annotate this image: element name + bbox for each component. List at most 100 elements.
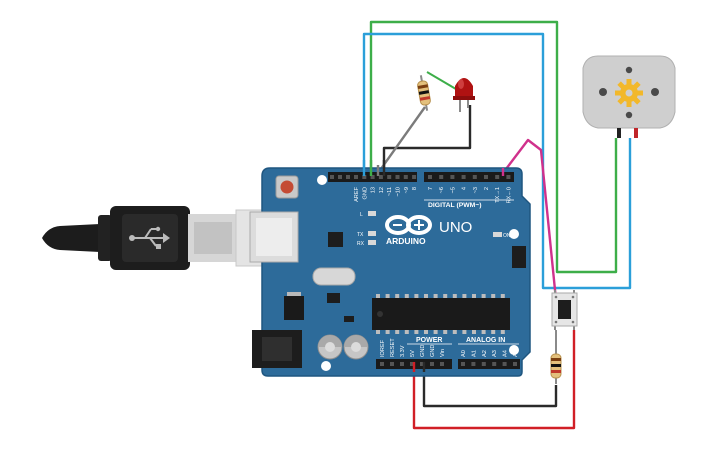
- crystal-oscillator: [312, 267, 356, 286]
- digital-header-label: DIGITAL (PWM~): [428, 202, 482, 209]
- wire-black-gnd[interactable]: [422, 368, 558, 408]
- push-button[interactable]: [551, 290, 578, 330]
- pin-hole[interactable]: [492, 362, 497, 366]
- digital-pin-holes: [330, 175, 511, 179]
- arduino-infinity-logo-icon: [385, 215, 432, 235]
- pin-label: ~5: [450, 187, 456, 193]
- pin-hole[interactable]: [428, 175, 432, 179]
- gear-icon: [615, 79, 643, 107]
- pin-hole[interactable]: [390, 362, 394, 366]
- pin-hole[interactable]: [461, 175, 466, 179]
- small-chip: [327, 293, 340, 303]
- motor-screw-right: [651, 88, 659, 96]
- chip-leg: [491, 294, 496, 298]
- pin-hole[interactable]: [481, 362, 486, 366]
- pin-label: A0: [461, 350, 467, 357]
- wire-green[interactable]: [369, 20, 618, 274]
- chip-leg: [424, 330, 428, 334]
- pin-label: 3.3V: [400, 345, 406, 357]
- chip-pins: [376, 294, 505, 334]
- pin-label: IOREF: [380, 339, 386, 357]
- onboard-led-on: ON: [493, 232, 511, 239]
- pin-label: GND: [362, 187, 368, 199]
- chip-leg: [500, 330, 505, 334]
- pin-label: A2: [482, 350, 488, 357]
- pin-label: ~10: [396, 187, 402, 197]
- chip-leg: [491, 330, 496, 334]
- pin-hole[interactable]: [410, 362, 414, 366]
- brand-label: ARDUINO: [386, 236, 426, 246]
- chip-leg: [385, 294, 390, 298]
- digital-header-right[interactable]: [424, 172, 514, 182]
- usb-cable[interactable]: [42, 206, 273, 270]
- pin-hole[interactable]: [440, 362, 444, 366]
- pin-hole[interactable]: [461, 362, 465, 366]
- reset-button[interactable]: [275, 175, 299, 199]
- chip-leg: [414, 330, 419, 334]
- chip-leg: [395, 294, 400, 298]
- wire-black-led[interactable]: [382, 105, 472, 173]
- pin-hole[interactable]: [430, 362, 434, 366]
- pin-hole[interactable]: [412, 175, 417, 179]
- voltage-regulator: [284, 296, 304, 320]
- pin-label: A4: [503, 350, 509, 357]
- model-label: UNO: [439, 219, 472, 236]
- pin-hole[interactable]: [400, 362, 404, 366]
- pin-hole[interactable]: [395, 175, 400, 179]
- pin-hole[interactable]: [472, 175, 477, 179]
- pin-hole[interactable]: [513, 362, 517, 366]
- chip-leg: [452, 330, 457, 334]
- dc-motor[interactable]: [582, 55, 676, 138]
- chip-leg: [500, 294, 505, 298]
- wire-ends: [362, 160, 505, 372]
- pin-hole[interactable]: [338, 175, 342, 179]
- svg-text:ON: ON: [503, 233, 511, 239]
- wire-red-5v[interactable]: [412, 330, 576, 430]
- pin-hole[interactable]: [495, 175, 500, 179]
- pin-hole[interactable]: [330, 175, 334, 179]
- pin-label: ~11: [387, 187, 393, 196]
- pin-label: A1: [471, 350, 477, 357]
- wire-gray-led[interactable]: [377, 106, 426, 174]
- pin-hole[interactable]: [403, 175, 408, 179]
- pin-hole[interactable]: [484, 175, 488, 179]
- pin-hole[interactable]: [387, 175, 392, 179]
- pin-hole[interactable]: [439, 175, 444, 179]
- pin-hole[interactable]: [471, 362, 476, 366]
- chip-leg: [472, 330, 476, 334]
- chip-leg: [414, 294, 419, 298]
- pin-label: 5V: [410, 350, 416, 357]
- pin-label: AREF: [354, 186, 360, 202]
- chip-leg: [433, 330, 438, 334]
- wire-magenta[interactable]: [502, 138, 558, 301]
- motor-screw-top: [625, 66, 633, 74]
- power-header-label: POWER: [416, 337, 442, 344]
- resistor-led[interactable]: [416, 74, 432, 111]
- pin-hole[interactable]: [370, 175, 375, 179]
- analog-header[interactable]: [458, 359, 520, 369]
- pin-label: A5: [513, 350, 519, 357]
- pin-hole[interactable]: [362, 175, 367, 179]
- chip-leg: [443, 294, 448, 298]
- pin-hole[interactable]: [346, 175, 350, 179]
- led-red[interactable]: [453, 78, 475, 112]
- resistor-button[interactable]: [550, 330, 562, 384]
- pin-label: ~3: [473, 187, 479, 193]
- chip-leg: [472, 294, 476, 298]
- pin-hole[interactable]: [380, 362, 384, 366]
- pin-hole[interactable]: [420, 362, 424, 366]
- chip-leg: [395, 330, 400, 334]
- pin-hole[interactable]: [378, 175, 383, 179]
- pin-hole[interactable]: [354, 175, 358, 179]
- pin-label: RESET: [390, 338, 396, 357]
- pin-hole[interactable]: [506, 175, 511, 179]
- pin-hole[interactable]: [502, 362, 507, 366]
- pin-label: GND: [420, 345, 426, 357]
- chip-leg: [385, 330, 390, 334]
- pin-hole[interactable]: [450, 175, 455, 179]
- dc-power-jack[interactable]: [252, 330, 302, 368]
